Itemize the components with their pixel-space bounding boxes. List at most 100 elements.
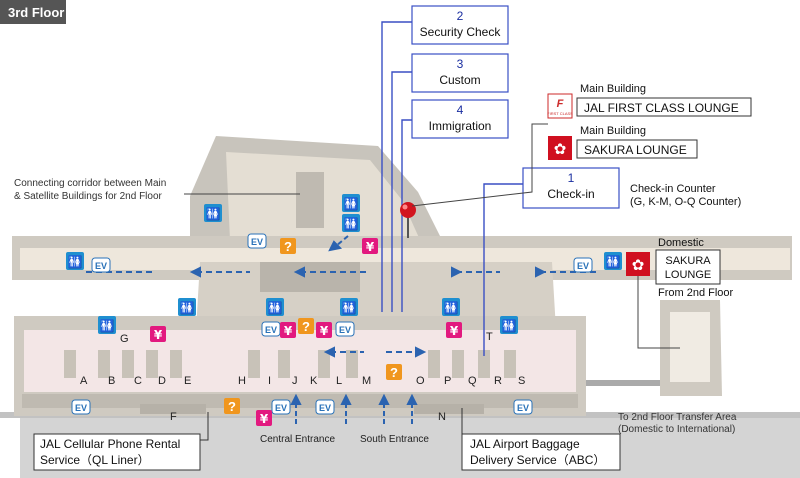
lounge-name-line1: SAKURA: [665, 255, 711, 267]
central-entrance-label: Central Entrance: [260, 434, 335, 445]
counter-label-q: Q: [468, 375, 477, 387]
counter-label-r: R: [494, 375, 502, 387]
counter-label-m: M: [362, 375, 371, 387]
restroom-icon: 🚻: [266, 298, 284, 316]
svg-text:🚻: 🚻: [444, 301, 459, 315]
svg-text:EV: EV: [265, 325, 277, 335]
currency-exchange-icon: ¥: [362, 238, 378, 254]
elevator-icon: EV: [71, 399, 91, 415]
svg-text:?: ?: [284, 239, 292, 254]
floor-label: 3rd Floor: [0, 0, 66, 24]
counter-label-f: F: [170, 411, 177, 423]
information-icon: ?: [224, 398, 240, 414]
phone-rental-callout: JAL Cellular Phone Rental Service（QL Lin…: [33, 412, 209, 471]
counter-label-g: G: [120, 333, 129, 345]
south-entrance-label: South Entrance: [360, 434, 429, 445]
svg-text:¥: ¥: [366, 240, 375, 254]
step-number: 1: [568, 171, 575, 185]
counter-label-a: A: [80, 375, 88, 387]
step-immigration: 4 Immigration: [411, 99, 509, 139]
checkin-counter-blocks: [64, 350, 516, 414]
svg-text:¥: ¥: [320, 324, 329, 338]
svg-text:?: ?: [228, 399, 236, 414]
counter-label-j: J: [292, 375, 298, 387]
lounge-name: SAKURA LOUNGE: [584, 143, 687, 157]
svg-text:🚻: 🚻: [268, 301, 283, 315]
svg-text:EV: EV: [577, 261, 589, 271]
restroom-icon: 🚻: [342, 194, 360, 212]
counter-labels: A B C D E F G H I J K L M N O P Q R S T: [80, 331, 525, 423]
elevator-icon: EV: [261, 321, 281, 337]
step-label: Check-in: [547, 187, 594, 201]
walkway-arrows: [86, 235, 600, 424]
svg-text:🚻: 🚻: [180, 301, 195, 315]
svg-text:?: ?: [390, 365, 398, 380]
svg-text:?: ?: [302, 319, 310, 334]
svg-text:EV: EV: [339, 325, 351, 335]
currency-exchange-icon: ¥: [280, 322, 296, 338]
information-icon: ?: [298, 318, 314, 334]
domestic-from: From 2nd Floor: [658, 287, 734, 299]
sakura-flower-icon: ✿: [632, 257, 645, 274]
svg-text:🚻: 🚻: [68, 255, 83, 269]
lounge-building-label: Main Building: [580, 83, 646, 95]
svg-text:EV: EV: [251, 237, 263, 247]
svg-text:🚻: 🚻: [344, 197, 359, 211]
first-class-lounge-callout: F FIRST CLASS Main Building JAL FIRST CL…: [547, 83, 752, 119]
information-icon: ?: [386, 364, 402, 380]
transfer-line1: To 2nd Floor Transfer Area: [618, 412, 737, 423]
baggage-line1: JAL Airport Baggage: [470, 437, 580, 451]
step-check-in: 1 Check-in: [522, 167, 620, 209]
svg-text:🚻: 🚻: [606, 255, 621, 269]
counter-label-k: K: [310, 375, 318, 387]
lounge-name-line2: LOUNGE: [665, 269, 711, 281]
svg-text:EV: EV: [75, 403, 87, 413]
information-icon: ?: [280, 238, 296, 254]
first-class-logo-text: FIRST CLASS: [547, 111, 573, 116]
corridor-note: Connecting corridor between Main & Satel…: [14, 178, 300, 202]
counter-label-b: B: [108, 375, 115, 387]
elevator-icon: EV: [335, 321, 355, 337]
step-label: Custom: [439, 73, 480, 87]
elevator-icon: EV: [315, 399, 335, 415]
restroom-icon: 🚻: [442, 298, 460, 316]
currency-exchange-icon: ¥: [316, 322, 332, 338]
currency-icons: ¥ ¥ ¥ ¥ ¥ ¥: [150, 238, 462, 426]
baggage-line2: Delivery Service（ABC）: [470, 453, 605, 467]
counter-label-h: H: [238, 375, 246, 387]
counter-label-n: N: [438, 411, 446, 423]
counter-label-s: S: [518, 375, 525, 387]
domestic-heading: Domestic: [658, 237, 704, 249]
svg-text:¥: ¥: [450, 324, 459, 338]
step-label: Security Check: [420, 25, 502, 39]
lounge-building-label: Main Building: [580, 125, 646, 137]
counter-label-d: D: [158, 375, 166, 387]
checkin-counter-title: Check-in Counter: [630, 183, 716, 195]
step-custom: 3 Custom: [411, 53, 509, 93]
elevator-icon: EV: [573, 257, 593, 273]
restroom-icon: 🚻: [500, 316, 518, 334]
elevator-icon: EV: [247, 233, 267, 249]
elevator-icon: EV: [91, 257, 111, 273]
lounge-name: JAL FIRST CLASS LOUNGE: [584, 101, 739, 115]
counter-label-c: C: [134, 375, 142, 387]
svg-text:EV: EV: [517, 403, 529, 413]
step-label: Immigration: [429, 119, 492, 133]
restroom-icon: 🚻: [178, 298, 196, 316]
information-icons: ? ? ? ?: [224, 238, 402, 414]
lounge-pointer-line: [411, 123, 548, 207]
domestic-sakura-lounge-callout: ✿ Domestic SAKURA LOUNGE From 2nd Floor: [626, 237, 734, 349]
elevator-icon: EV: [271, 399, 291, 415]
step-number: 3: [457, 57, 464, 71]
restroom-icon: 🚻: [98, 316, 116, 334]
currency-exchange-icon: ¥: [446, 322, 462, 338]
restroom-icon: 🚻: [342, 214, 360, 232]
svg-text:EV: EV: [275, 403, 287, 413]
elevator-icons: EV EV EV EV EV EV EV EV EV: [71, 233, 593, 415]
restroom-icon: 🚻: [340, 298, 358, 316]
currency-exchange-icon: ¥: [150, 326, 166, 342]
corridor-note-line2: & Satellite Buildings for 2nd Floor: [14, 191, 163, 202]
transfer-note: To 2nd Floor Transfer Area (Domestic to …: [618, 412, 737, 435]
sakura-lounge-callout: ✿ Main Building SAKURA LOUNGE: [548, 125, 698, 160]
